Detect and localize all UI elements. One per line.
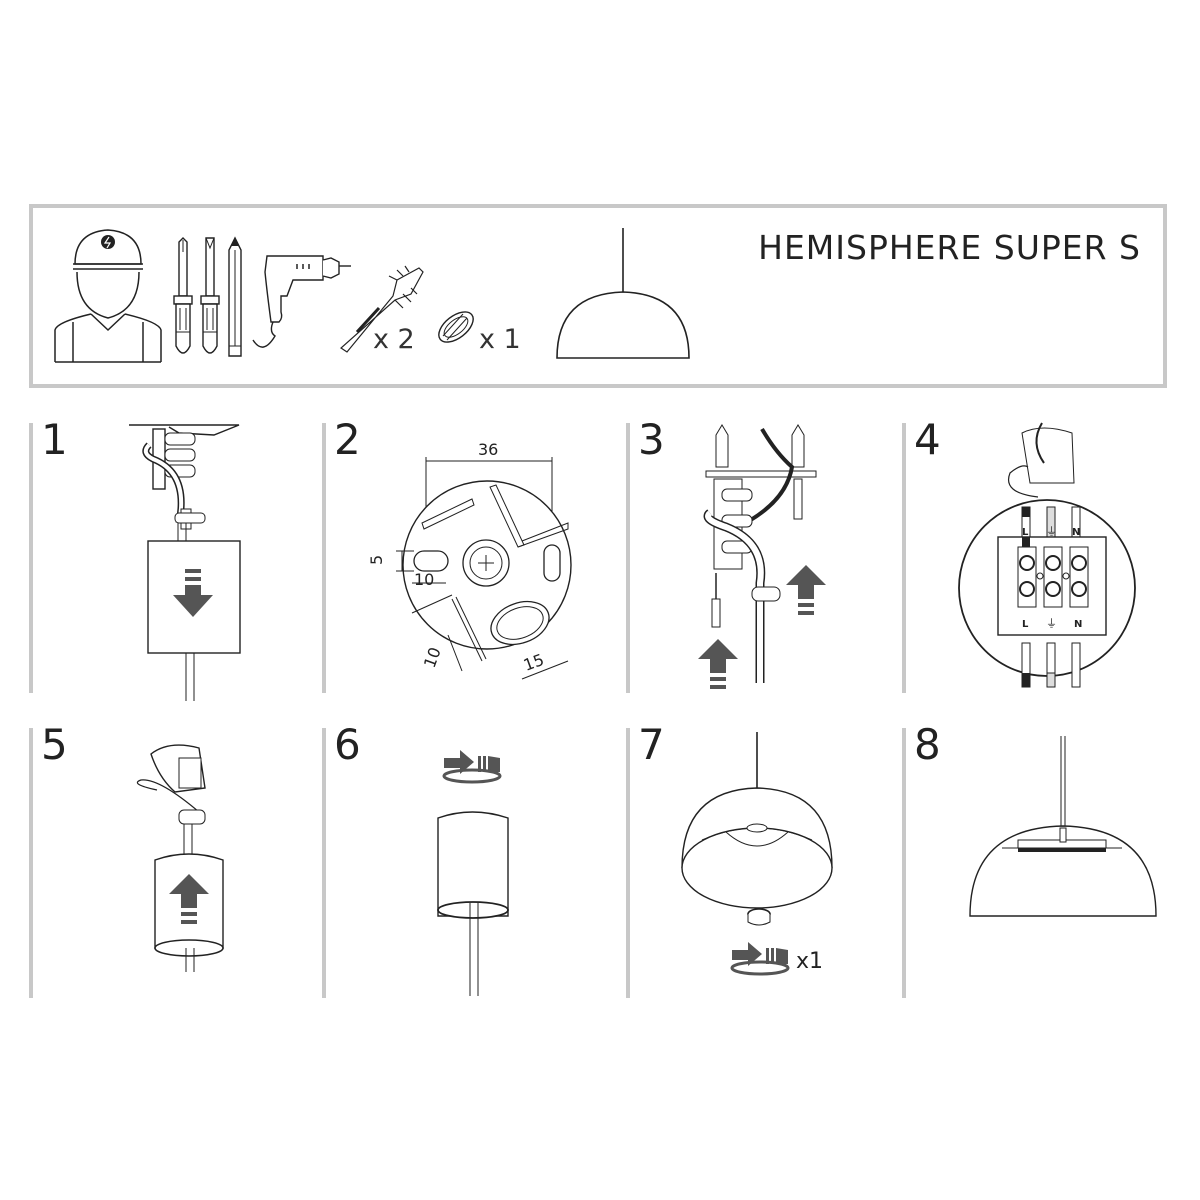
terminal-label-earth-bottom: ⏚ — [1046, 617, 1057, 630]
terminal-label-n-bottom: N — [1074, 619, 1082, 630]
cap-quantity: x1 — [796, 949, 823, 974]
dim-oval-height: 10 — [420, 645, 445, 671]
wall-plug-screw-icon — [340, 265, 424, 353]
flat-screwdriver-icon — [200, 237, 220, 354]
step-5: 5 — [29, 724, 309, 998]
dim-slot-height: 5 — [367, 555, 386, 565]
step-divider — [902, 728, 906, 998]
step-1: 1 — [29, 419, 309, 701]
canopy-cap-icon — [438, 311, 474, 343]
step-2: 2 36 5 10 15 10 — [322, 419, 602, 693]
step-8: 8 — [902, 724, 1182, 998]
step-number: 2 — [334, 415, 361, 464]
terminal-label-earth-top: ⏚ — [1046, 525, 1057, 538]
step-3-right-divider — [902, 423, 906, 693]
step-number: 4 — [914, 415, 941, 464]
step-divider — [322, 728, 326, 998]
ceiling-bracket-icon — [129, 424, 241, 701]
step-number: 1 — [41, 415, 68, 464]
ceiling-mount-install-icon — [698, 424, 826, 689]
mounting-plate-diagram: 36 5 10 15 10 — [367, 440, 572, 680]
shade-cap-icon: x1 — [681, 732, 833, 976]
rotate-tighten-icon — [730, 942, 790, 976]
terminal-label-n-top: N — [1072, 527, 1080, 538]
step-number: 6 — [334, 720, 361, 769]
terminal-label-l-top: L — [1022, 527, 1029, 538]
step-number: 7 — [638, 720, 665, 769]
phillips-screwdriver-icon — [173, 237, 193, 354]
pendant-lamp-icon — [556, 228, 690, 359]
wall-plug-quantity: x 2 — [373, 324, 415, 355]
step-number: 8 — [914, 720, 941, 769]
step-divider — [322, 423, 326, 693]
terminal-label-l-bottom: L — [1022, 619, 1029, 630]
step-4: 4 L ⏚ N L ⏚ N — [902, 419, 1182, 693]
step-divider — [29, 423, 33, 693]
assembled-lamp-icon — [969, 736, 1157, 917]
step-divider — [626, 423, 630, 693]
product-title: HEMISPHERE SUPER S — [758, 228, 1141, 267]
tools-header-panel: x 2 x 1 HEMISPHERE SUPER S — [29, 204, 1167, 388]
step-number: 5 — [41, 720, 68, 769]
step-number: 3 — [638, 415, 665, 464]
rotate-tighten-icon — [442, 750, 502, 784]
step-7: 7 x1 — [626, 724, 906, 998]
dim-width: 36 — [478, 440, 498, 459]
step-3: 3 — [626, 419, 906, 693]
step-6: 6 — [322, 724, 602, 998]
step-divider — [29, 728, 33, 998]
electrician-icon — [54, 229, 162, 363]
pencil-icon — [228, 236, 242, 357]
drill-icon — [252, 255, 351, 348]
step-divider — [626, 728, 630, 998]
canopy-tighten-icon — [437, 750, 509, 996]
canopy-slide-up-icon — [136, 744, 224, 972]
terminal-block-wiring-diagram: L ⏚ N L ⏚ N — [958, 422, 1136, 688]
canopy-cap-quantity: x 1 — [479, 324, 521, 355]
dim-slot-width: 10 — [414, 570, 434, 589]
